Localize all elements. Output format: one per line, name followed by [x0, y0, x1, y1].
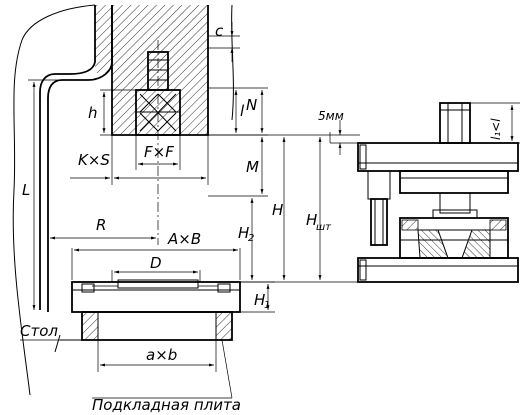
label-c: c: [215, 22, 224, 40]
bolster-plate: [71, 279, 241, 313]
dim-axb: a×b: [97, 340, 217, 372]
label-axb: a×b: [146, 346, 177, 364]
die-set: [357, 102, 519, 283]
label-l: l: [240, 102, 245, 120]
label-L: L: [22, 181, 30, 199]
label-Hsht: H: [306, 211, 317, 229]
label-H1-sub: 1: [264, 300, 270, 311]
label-Hsht-sub: шт: [316, 222, 332, 233]
label-AxB: A×B: [167, 230, 201, 248]
dim-H1: H 1: [240, 284, 275, 313]
dim-5mm: 5мм: [318, 109, 360, 155]
press-frame: [12, 4, 234, 396]
callout-podkladnaya-plita: Подкладная плита: [92, 339, 241, 414]
dim-L: L: [22, 79, 58, 310]
dim-FxF: F×F: [135, 135, 181, 170]
label-H2-sub: 2: [248, 233, 254, 244]
dim-Hsht: H шт: [208, 134, 360, 283]
dim-R: R: [50, 216, 156, 240]
dim-l-N: l N: [208, 87, 268, 136]
dim-H: H: [272, 137, 286, 280]
dim-H2: H 2: [238, 198, 275, 283]
label-H: H: [272, 201, 283, 219]
label-h: h: [88, 104, 98, 122]
dim-c: c: [208, 22, 240, 62]
press-table: [60, 311, 233, 341]
callout-stol: Стол: [20, 322, 60, 341]
label-N: N: [246, 96, 257, 114]
dim-D: D: [111, 254, 201, 282]
ram-slide: [111, 5, 209, 136]
label-H1: H: [254, 291, 265, 309]
label-KxS: K×S: [78, 151, 110, 169]
label-R: R: [96, 216, 106, 234]
dim-l1: l₁<l: [470, 102, 520, 144]
label-H2: H: [238, 224, 249, 242]
dim-AxB: A×B: [71, 230, 241, 280]
label-podkladnaya-plita: Подкладная плита: [92, 396, 241, 414]
dim-KxS: K×S: [70, 135, 209, 185]
label-l1-less-l: l₁<l: [489, 118, 503, 140]
dim-M: M: [208, 137, 268, 197]
label-D: D: [150, 254, 162, 272]
label-M: M: [246, 158, 259, 176]
label-stol: Стол: [20, 322, 58, 340]
label-5mm: 5мм: [318, 109, 344, 123]
dim-h: h: [88, 89, 136, 136]
label-FxF: F×F: [144, 143, 174, 161]
